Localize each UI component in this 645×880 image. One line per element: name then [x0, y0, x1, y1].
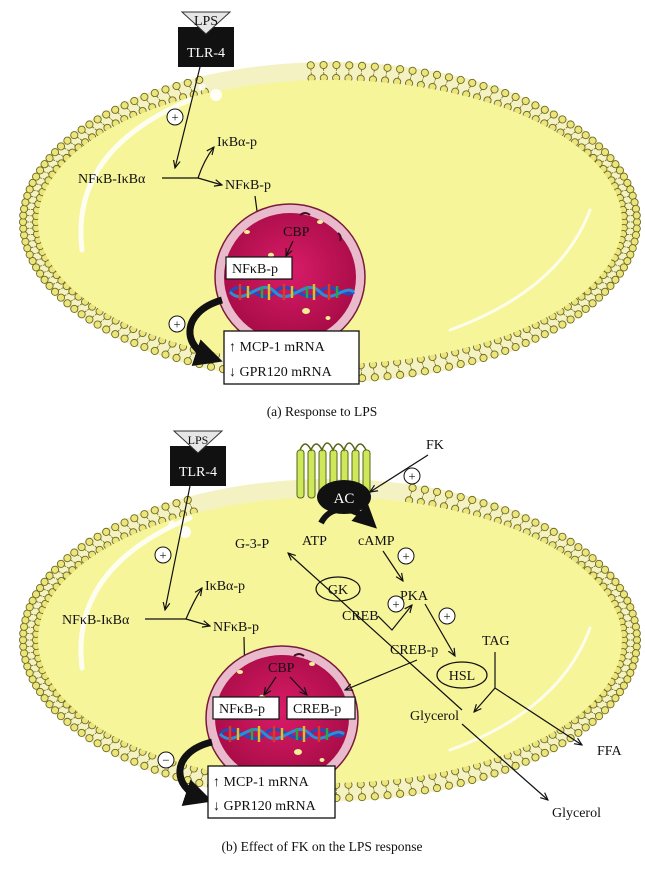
- gpr120-mrna-label: ↓ GPR120 mRNA: [213, 799, 317, 814]
- pka-label: PKA: [400, 589, 429, 604]
- fk-label: FK: [426, 438, 444, 453]
- tlr4-label: TLR-4: [187, 46, 225, 61]
- nfkb-p-nucleus-box: [225, 256, 293, 280]
- svg-text:+: +: [408, 469, 415, 484]
- ffa-label: FFA: [597, 744, 623, 759]
- tlr4-receptor: LPS TLR-4: [178, 11, 234, 67]
- nucleus: [205, 645, 359, 791]
- caption-a: (a) Response to LPS: [267, 404, 378, 419]
- camp-label: cAMP: [358, 534, 395, 549]
- svg-text:+: +: [443, 609, 450, 624]
- mrna-box: ↑ MCP-1 mRNA ↓ GPR120 mRNA: [223, 330, 360, 385]
- lps-triangle: [180, 11, 232, 35]
- nfkb-p-nucleus-box: [212, 696, 280, 720]
- tag-label: TAG: [482, 634, 510, 649]
- svg-text:+: +: [402, 549, 409, 564]
- panel-b: LPS TLR-4 + AC FK + ATP cAMP + PKA: [18, 430, 642, 854]
- creb-p-nucleus-label: CREB-p: [293, 702, 341, 717]
- nfkb-p-nucleus-label: NFκB-p: [219, 702, 265, 717]
- dna-helix: [228, 284, 355, 300]
- nfkb-p-label: NFκB-p: [225, 178, 271, 193]
- plus-sign-fk: [403, 467, 421, 485]
- plus-sign-camp: [397, 547, 415, 565]
- mcp1-mrna-label: ↑ MCP-1 mRNA: [229, 340, 326, 355]
- cytoplasm-highlight: [78, 97, 193, 253]
- nfkb-ikba-label: NFκB-IκBα: [78, 172, 146, 187]
- transcription-arrow: [186, 296, 224, 366]
- caption-b: (b) Effect of FK on the LPS response: [221, 839, 422, 854]
- hsl-enzyme: [436, 661, 488, 689]
- mrna-box: ↑ MCP-1 mRNA ↓ GPR120 mRNA: [207, 765, 336, 819]
- nfkb-ikba-label: NFκB-IκBα: [62, 613, 130, 628]
- lps-label: LPS: [194, 14, 218, 29]
- nfkb-p-label: NFκB-p: [213, 620, 259, 635]
- lps-label: LPS: [188, 433, 209, 447]
- g3p-label: G-3-P: [235, 537, 269, 552]
- gk-label: GK: [328, 583, 348, 598]
- ikba-p-label: IκBα-p: [205, 579, 245, 594]
- adenylate-cyclase-receptor: AC: [296, 442, 371, 514]
- lps-triangle: [172, 430, 224, 454]
- glycerol-released-label: Glycerol: [552, 806, 601, 821]
- plus-sign-creb: [387, 595, 405, 613]
- gpr120-mrna-label: ↓ GPR120 mRNA: [229, 365, 333, 380]
- panel-a: LPS TLR-4 + NFκB-IκBα IκBα-p NFκB-p: [18, 11, 642, 419]
- svg-text:+: +: [392, 597, 399, 612]
- plus-sign-hsl: [438, 607, 456, 625]
- plus-sign-nucleus: [168, 315, 186, 333]
- glycerol-intracellular-label: Glycerol: [410, 709, 459, 724]
- atp-camp-arrow: [318, 503, 377, 529]
- mcp1-mrna-label: ↑ MCP-1 mRNA: [213, 775, 310, 790]
- gk-enzyme: [315, 576, 361, 602]
- ikba-p-label: IκBα-p: [217, 135, 257, 150]
- dna-helix: [218, 726, 345, 742]
- svg-text:+: +: [173, 317, 180, 332]
- creb-label: CREB: [342, 609, 379, 624]
- creb-p-label: CREB-p: [390, 643, 438, 658]
- svg-text:−: −: [162, 753, 169, 768]
- tlr4-receptor: LPS TLR-4: [170, 430, 226, 486]
- atp-label: ATP: [302, 534, 327, 549]
- ac-label: AC: [334, 491, 355, 507]
- creb-p-nucleus-box: [286, 696, 356, 720]
- plus-sign-tlr4: [154, 546, 172, 564]
- cbp-label: CBP: [283, 225, 310, 240]
- minus-sign-nucleus: [157, 751, 175, 769]
- svg-text:+: +: [159, 548, 166, 563]
- tlr4-label: TLR-4: [179, 465, 217, 480]
- hsl-label: HSL: [449, 669, 475, 684]
- svg-text:+: +: [171, 110, 178, 125]
- nfkb-p-nucleus-label: NFκB-p: [232, 262, 278, 277]
- transcription-arrow: [176, 738, 213, 806]
- plus-sign-tlr4: [166, 108, 184, 126]
- cbp-label: CBP: [268, 661, 295, 676]
